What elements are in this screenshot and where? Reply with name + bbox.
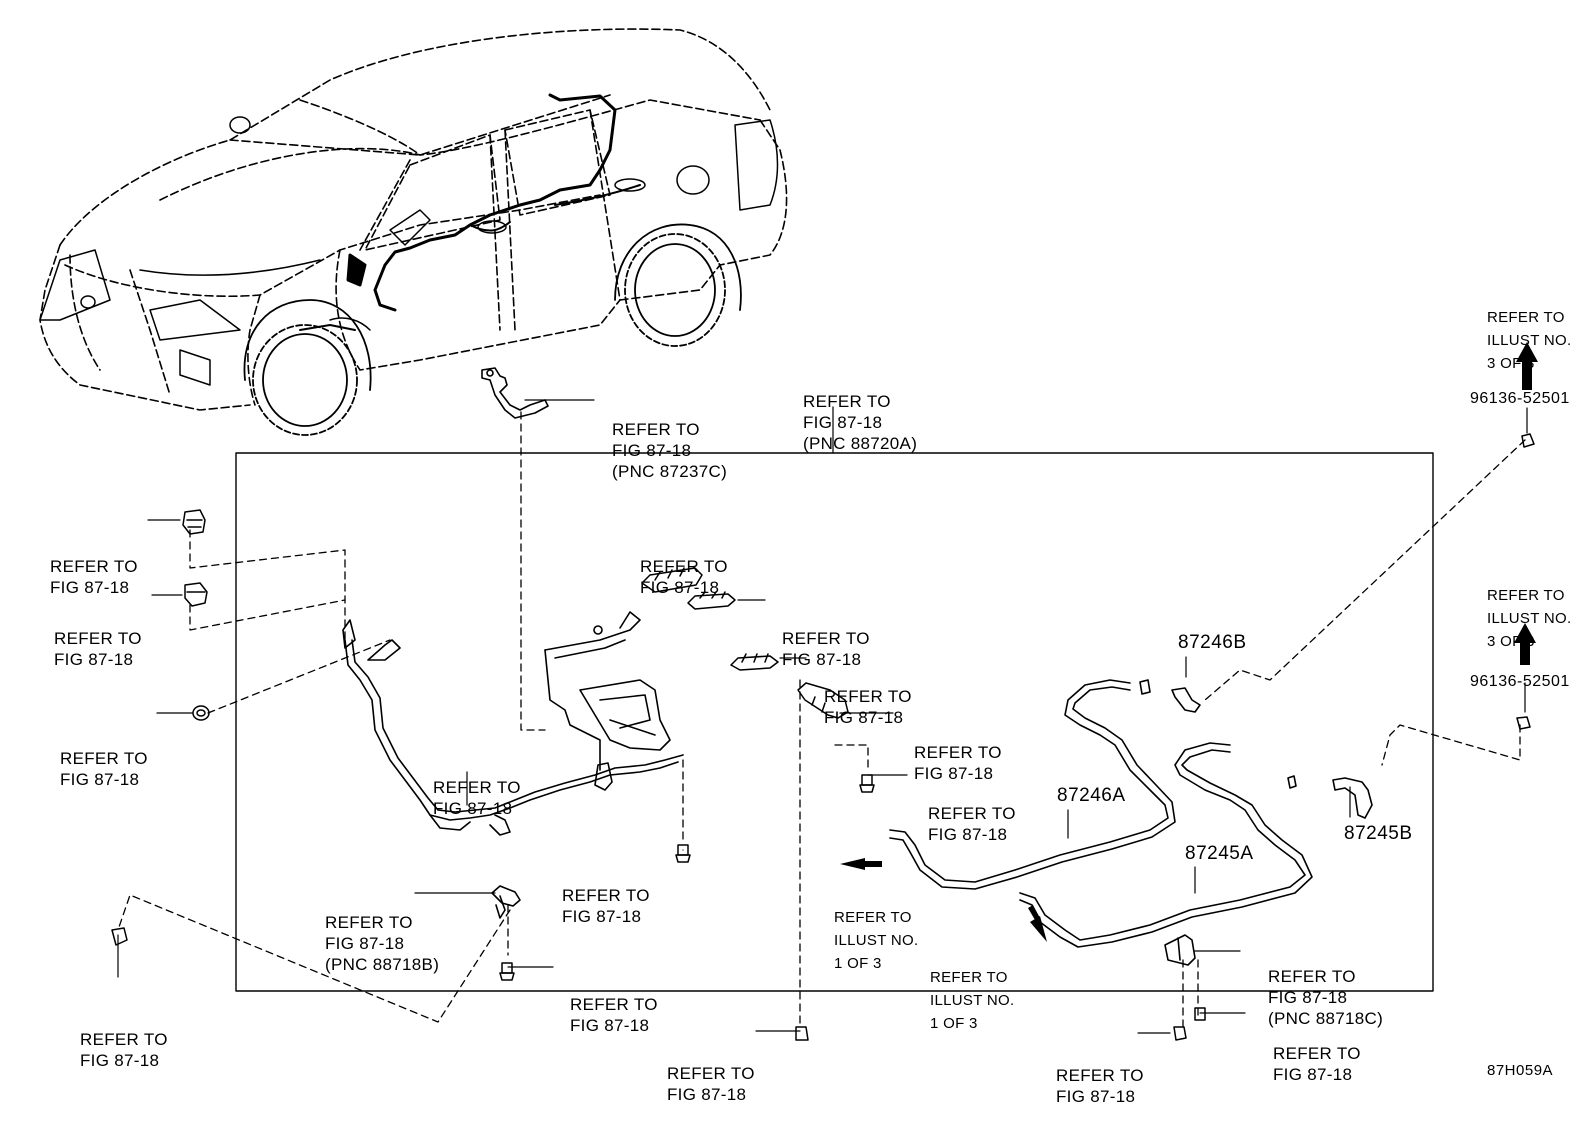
dashed-connections — [117, 411, 1526, 1031]
bracket-88718c — [1164, 934, 1196, 966]
vehicle-details — [39, 116, 779, 386]
bracket-88718b — [491, 885, 521, 919]
vehicle-harness — [299, 93, 646, 331]
part-number-87245a: 87245A — [1185, 843, 1254, 864]
vehicle-outline — [39, 28, 788, 411]
part-number-87245b: 87245B — [1344, 823, 1413, 844]
clip-parts — [182, 509, 210, 721]
diagram-drawing — [39, 28, 1538, 1041]
part-number-87246a: 87246A — [1057, 785, 1126, 806]
leader-lines — [117, 399, 1528, 1034]
vehicle-wheels — [243, 223, 742, 436]
part-number-87246b: 87246B — [1178, 632, 1247, 653]
small-brackets — [641, 567, 849, 719]
figure-code: 87H059A — [1487, 1062, 1554, 1079]
pipe-87245a — [1019, 742, 1373, 948]
bracket-87237c — [481, 367, 549, 419]
part-number-96136-lower: 96136-52501 — [1470, 673, 1570, 690]
arrows — [840, 342, 1538, 942]
pipe-87246a — [889, 679, 1201, 890]
bolt-parts — [111, 433, 1535, 1041]
harness-left-assembly — [342, 611, 684, 836]
part-number-96136-upper: 96136-52501 — [1470, 390, 1570, 407]
detail-frame — [235, 452, 1434, 992]
